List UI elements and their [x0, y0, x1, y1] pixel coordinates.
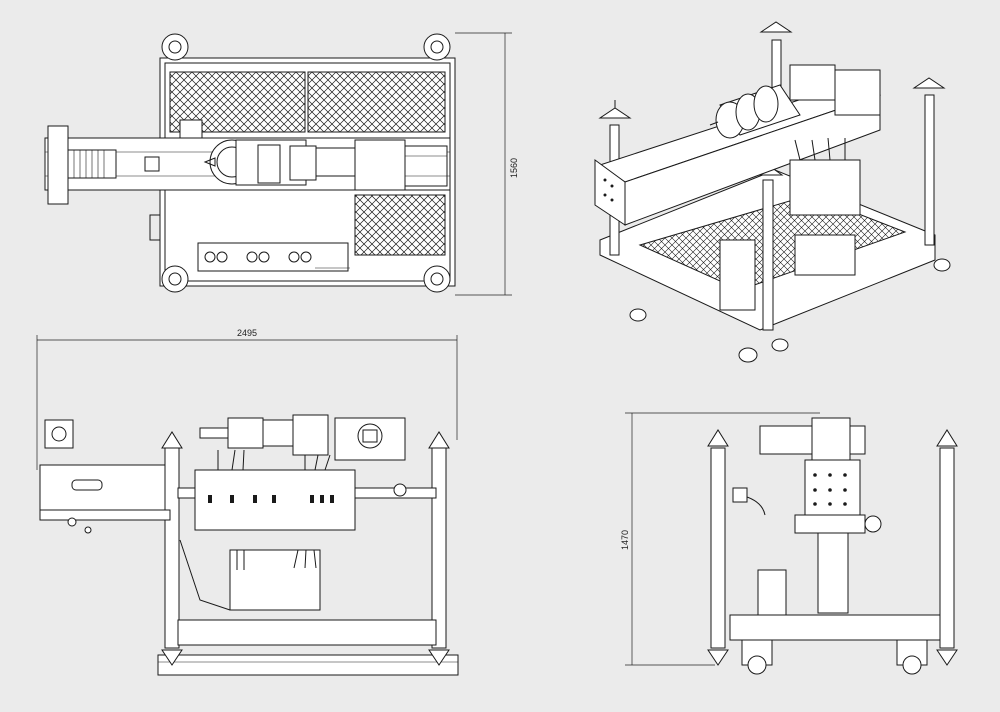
- dimension-depth: 1560: [455, 32, 519, 296]
- mesh-panel: [307, 71, 446, 133]
- iso-rotation-head: [709, 64, 881, 139]
- iso-wheels: [629, 258, 951, 363]
- dimension-width: 2495: [36, 328, 458, 470]
- beam-end-plate: [47, 125, 69, 205]
- isometric-view: [594, 21, 951, 363]
- clamp-block: [179, 119, 203, 139]
- end-center-column: [757, 417, 882, 616]
- front-rotation-head: [199, 414, 406, 461]
- rotation-head: [203, 139, 357, 186]
- dimension-label-1470: 1470: [620, 530, 630, 550]
- beam-end-box: [44, 419, 74, 449]
- pressure-gauge: [393, 483, 407, 497]
- rear-carriage: [354, 139, 406, 191]
- top-view: 1560: [44, 32, 519, 296]
- front-feed-beam: [39, 464, 166, 511]
- base-skid: [157, 654, 459, 676]
- control-panel-top: [197, 242, 350, 272]
- end-wheels: [741, 639, 928, 675]
- lifting-eye-bl: [161, 265, 189, 293]
- iso-control-levers: [789, 137, 861, 276]
- dimension-label-2495: 2495: [237, 328, 257, 338]
- end-base-beam: [729, 614, 941, 641]
- lifting-eye-br: [423, 265, 451, 293]
- mesh-panel: [354, 194, 446, 256]
- dimension-label-1560: 1560: [509, 158, 519, 178]
- end-view: 1470: [620, 412, 958, 675]
- lifting-eye-tr: [423, 33, 451, 61]
- front-control-panel: [194, 449, 356, 611]
- end-uprights: [707, 429, 958, 666]
- front-view: 2495: [36, 328, 459, 676]
- iso-side-panel: [719, 239, 756, 311]
- lifting-eye-tl: [161, 33, 189, 61]
- dimension-height: 1470: [620, 412, 820, 666]
